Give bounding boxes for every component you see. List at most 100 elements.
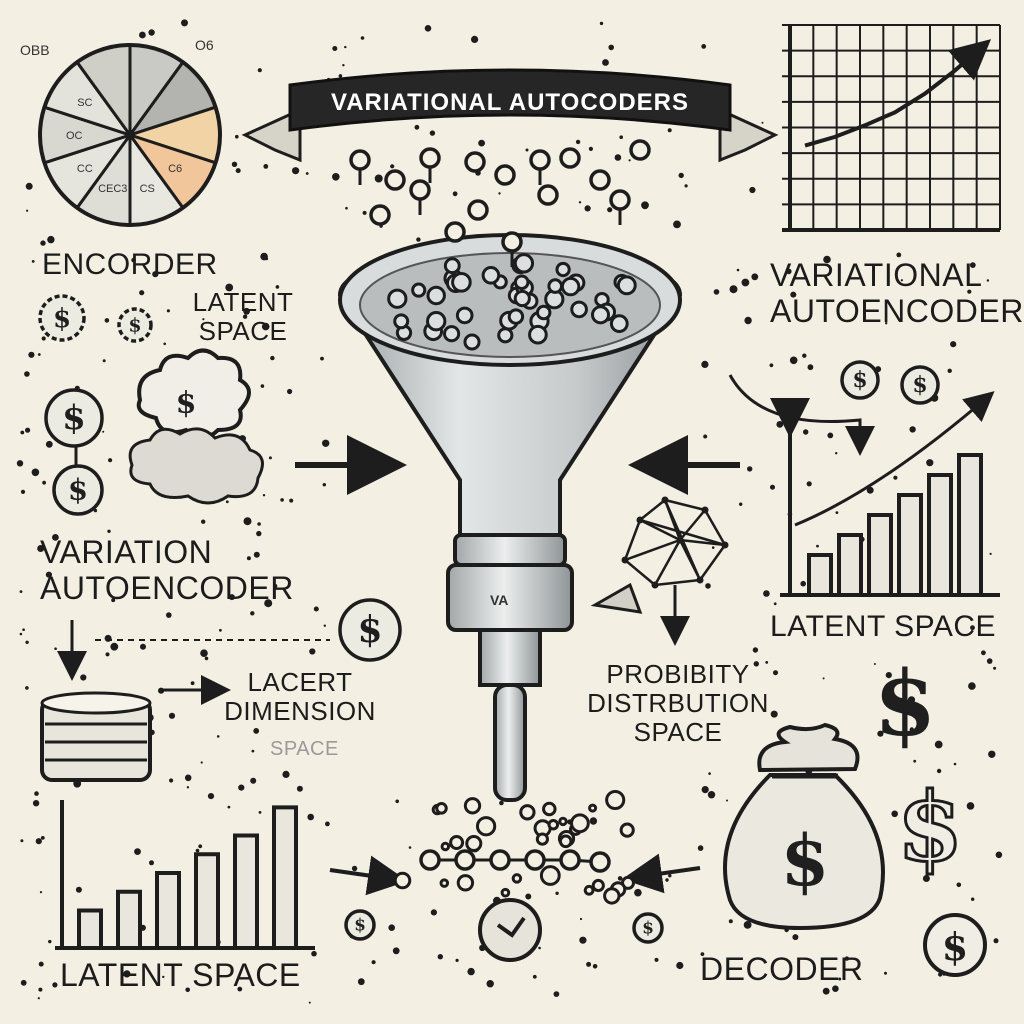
scatter-dot [139, 290, 145, 296]
particle [511, 873, 523, 884]
particle [489, 849, 511, 871]
scatter-dot [231, 161, 238, 167]
particle [500, 887, 511, 898]
scatter-dot [261, 322, 270, 331]
bar [272, 805, 298, 950]
scatter-dot [803, 429, 809, 435]
scatter-dot [235, 134, 239, 139]
scatter-dot [371, 960, 376, 965]
scatter-dot [607, 207, 613, 213]
pie-slice-label: C6 [168, 163, 182, 175]
scatter-dot [195, 848, 200, 853]
scatter-dot [408, 846, 412, 849]
scatter-dot [414, 124, 420, 130]
scatter-dot [357, 978, 365, 986]
particle [369, 204, 391, 226]
particle [481, 266, 501, 285]
scatter-dot [700, 952, 705, 956]
scatter-dot [956, 882, 962, 888]
scatter-dot [32, 800, 40, 807]
trend-line [804, 39, 992, 148]
scatter-dot [736, 268, 740, 272]
scatter-dot [111, 598, 116, 603]
dollar-symbol: $ [357, 609, 382, 651]
scatter-dot [313, 606, 319, 612]
scatter-dot [166, 309, 170, 313]
scatter-dot [190, 681, 195, 686]
scatter-dot [75, 886, 82, 893]
scatter-dot [31, 260, 35, 263]
scatter-dot [40, 240, 46, 246]
network-edge [639, 518, 681, 542]
dollar-coin-icon [900, 365, 940, 405]
scatter-dot [525, 893, 532, 900]
funnel-pipe-lower [493, 683, 527, 802]
scatter-dot [309, 648, 316, 655]
scatter-dot [654, 957, 659, 962]
network-edge [679, 509, 706, 541]
dollar-symbol: $ [62, 398, 86, 438]
scatter-dot [257, 68, 262, 73]
scatter-dot [739, 502, 743, 506]
dollar-coin-icon [52, 464, 104, 516]
scatter-dot [678, 172, 684, 179]
particle [616, 275, 637, 296]
scatter-dot [769, 363, 774, 368]
scatter-dot [311, 950, 317, 957]
scatter-dot [16, 460, 24, 467]
scatter-dot [225, 283, 234, 292]
particle [535, 304, 552, 321]
scatter-dot [47, 235, 55, 244]
scatter-dot [105, 652, 110, 657]
dollar-coin-icon [338, 598, 402, 662]
scatter-dot [31, 468, 40, 477]
scatter-dot [38, 987, 43, 992]
scatter-dot [592, 964, 598, 969]
scatter-dot [235, 168, 241, 174]
dollar-symbol: $ [642, 919, 654, 939]
particle [513, 289, 531, 308]
network-node [701, 506, 709, 514]
scatter-dot [478, 139, 485, 147]
particle [609, 314, 629, 333]
dollar-sign-large: $ [874, 651, 937, 757]
scatter-dot [131, 257, 136, 263]
scatter-dot [936, 768, 942, 774]
particle [535, 832, 549, 846]
scatter-dot [838, 977, 842, 981]
particle [528, 324, 548, 345]
scatter-dot [45, 440, 53, 448]
particle [463, 797, 482, 815]
scatter-dot [969, 262, 976, 268]
bag-dollar: $ [781, 819, 830, 902]
scatter-dot [667, 128, 672, 133]
scatter-dot [806, 481, 812, 487]
scatter-dot [216, 735, 220, 738]
scatter-dot [25, 182, 33, 190]
cloud-lower [128, 427, 264, 505]
scatter-dot [345, 206, 348, 210]
dollar-symbol: $ [852, 367, 867, 393]
network-edge [654, 578, 701, 587]
scatter-dot [256, 530, 262, 537]
scatter-dot [34, 791, 39, 796]
scatter-dot [467, 967, 475, 976]
particle [558, 816, 568, 827]
scatter-dot [24, 371, 30, 377]
scatter-dot [107, 529, 111, 533]
particle [605, 789, 626, 811]
label-variation-autoencoder-left: Variation Autoencoder [40, 534, 294, 606]
scatter-dot [770, 484, 775, 490]
scatter-dot [168, 712, 176, 719]
scatter-dot [392, 947, 400, 955]
scatter-dot [41, 336, 46, 341]
label-lacert-dimension: Lacert Dimension [224, 667, 376, 727]
scatter-dot [525, 148, 529, 152]
scatter-dot [701, 786, 709, 794]
scatter-dot [988, 750, 996, 758]
particle [494, 164, 516, 186]
scatter-dot [40, 836, 45, 840]
scatter-dot [729, 285, 738, 294]
particle [409, 179, 431, 201]
particle [419, 849, 441, 871]
